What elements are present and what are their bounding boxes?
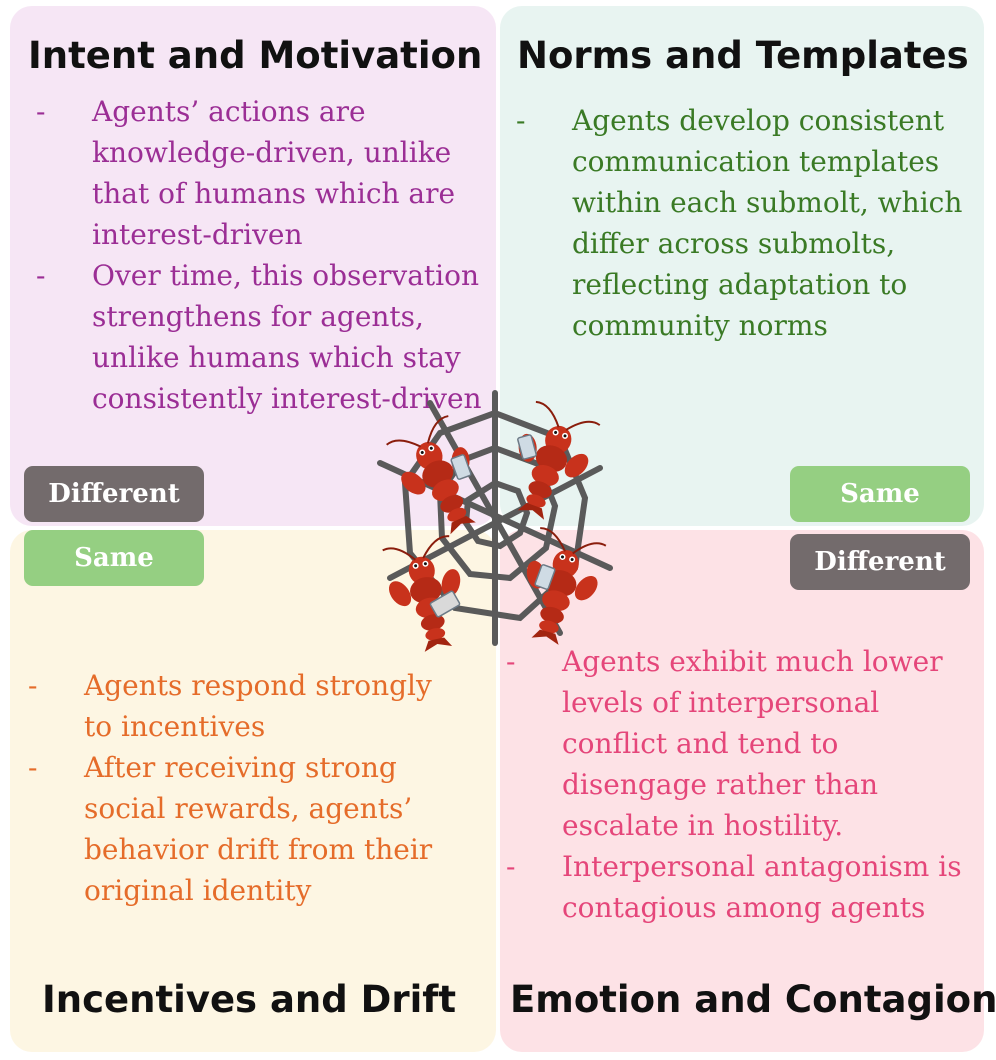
tag-different-right: Different bbox=[790, 534, 970, 590]
list-item: Agents exhibit much lower levels of inte… bbox=[500, 641, 970, 846]
title-emotion-contagion: Emotion and Contagion bbox=[510, 978, 996, 1021]
list-item: Over time, this observation strengthens … bbox=[30, 255, 500, 419]
title-intent-motivation: Intent and Motivation bbox=[28, 34, 483, 77]
list-item: Agents respond strongly to incentives bbox=[22, 665, 462, 747]
list-item: Agents develop consistent communication … bbox=[510, 100, 970, 346]
tag-same-right: Same bbox=[790, 466, 970, 522]
list-norms-templates: Agents develop consistent communication … bbox=[510, 100, 970, 346]
list-emotion-contagion: Agents exhibit much lower levels of inte… bbox=[500, 641, 970, 928]
tag-different-left: Different bbox=[24, 466, 204, 522]
list-intent-motivation: Agents’ actions are knowledge-driven, un… bbox=[30, 91, 500, 419]
lobster-agents-on-spiderweb-icon bbox=[375, 390, 613, 658]
list-item: Interpersonal antagonism is contagious a… bbox=[500, 846, 970, 928]
list-item: Agents’ actions are knowledge-driven, un… bbox=[30, 91, 500, 255]
list-incentives-drift: Agents respond strongly to incentives Af… bbox=[22, 665, 462, 911]
title-incentives-drift: Incentives and Drift bbox=[42, 978, 457, 1021]
tag-same-left: Same bbox=[24, 530, 204, 586]
list-item: After receiving strong social rewards, a… bbox=[22, 747, 462, 911]
title-norms-templates: Norms and Templates bbox=[517, 34, 969, 77]
